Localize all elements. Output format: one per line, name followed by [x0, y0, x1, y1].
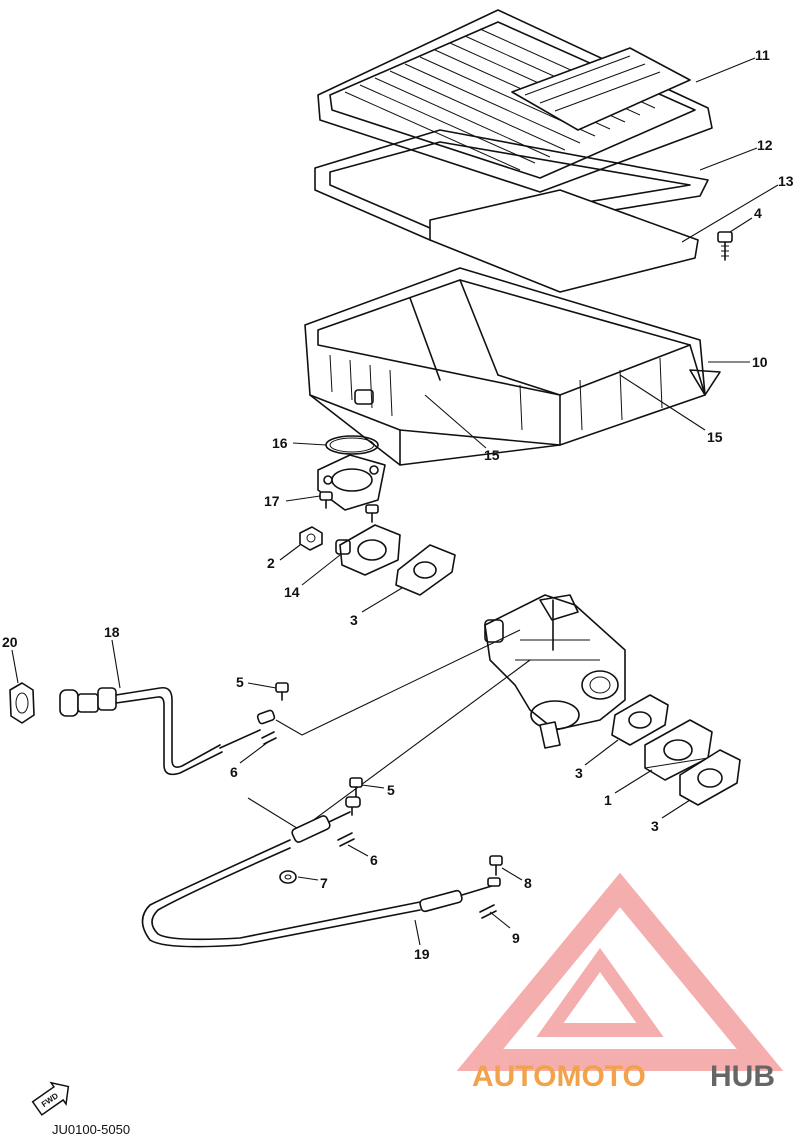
callout-5-upper: 5	[236, 674, 244, 690]
nut-2	[299, 526, 323, 551]
screw-5-upper	[275, 682, 289, 701]
watermark-hub: HUB	[710, 1060, 775, 1093]
callout-8: 8	[524, 875, 532, 891]
callout-12: 12	[757, 137, 773, 153]
cable-routing-lines	[247, 629, 531, 831]
callout-4: 4	[754, 205, 762, 221]
gasket-3-right-b	[679, 749, 741, 806]
callout-leaders	[11, 57, 779, 946]
airbox-case	[304, 267, 721, 466]
o-ring-16	[325, 435, 379, 455]
watermark-logo	[456, 872, 784, 1071]
carburetor	[484, 594, 626, 749]
screw-17	[319, 491, 333, 509]
doc-code: JU0100-5050	[52, 1122, 130, 1137]
bolt-4	[717, 231, 733, 261]
airbox-cover	[317, 9, 713, 193]
choke-nut-20	[9, 682, 35, 724]
callout-14: 14	[284, 584, 300, 600]
intake-joint-14	[335, 524, 401, 576]
callout-11: 11	[755, 47, 770, 63]
callout-3-upper: 3	[350, 612, 358, 628]
callout-1: 1	[604, 792, 612, 808]
gasket-3-right-a	[611, 694, 669, 746]
callout-20: 20	[2, 634, 18, 650]
screw-17b	[365, 504, 379, 523]
callout-18: 18	[104, 624, 120, 640]
screw-8	[489, 855, 503, 876]
throttle-cable-19	[141, 796, 501, 948]
air-filter-element	[429, 189, 699, 293]
callout-labels: 11 12 13 4 10 15 15 16 17 2 14 3 20 18 5…	[2, 47, 794, 962]
callout-13: 13	[778, 173, 794, 189]
callout-3-right-a: 3	[575, 765, 583, 781]
choke-cable-18	[59, 686, 276, 776]
callout-2: 2	[267, 555, 275, 571]
fwd-arrow-icon: FWD	[31, 1081, 70, 1116]
callout-6-upper: 6	[230, 764, 238, 780]
watermark-automoto: AUTOMOTO	[472, 1060, 646, 1093]
callout-19: 19	[414, 946, 430, 962]
callout-3-right-b: 3	[651, 818, 659, 834]
callout-10: 10	[752, 354, 768, 370]
watermark-text: AUTOMOTO HUB	[472, 1060, 775, 1093]
washer-7	[279, 870, 297, 884]
gasket-3-upper	[395, 544, 456, 596]
clip-6-lower	[337, 832, 355, 847]
clip-9	[479, 904, 497, 919]
callout-16: 16	[272, 435, 288, 451]
joint-plate	[317, 454, 386, 511]
callout-15-left: 15	[484, 447, 500, 463]
callout-15-right: 15	[707, 429, 723, 445]
callout-9: 9	[512, 930, 520, 946]
clip-6-upper	[261, 731, 277, 745]
callout-5-lower: 5	[387, 782, 395, 798]
screw-5-lower	[349, 777, 363, 798]
callout-7: 7	[320, 875, 328, 891]
callout-6-lower: 6	[370, 852, 378, 868]
callout-17: 17	[264, 493, 280, 509]
